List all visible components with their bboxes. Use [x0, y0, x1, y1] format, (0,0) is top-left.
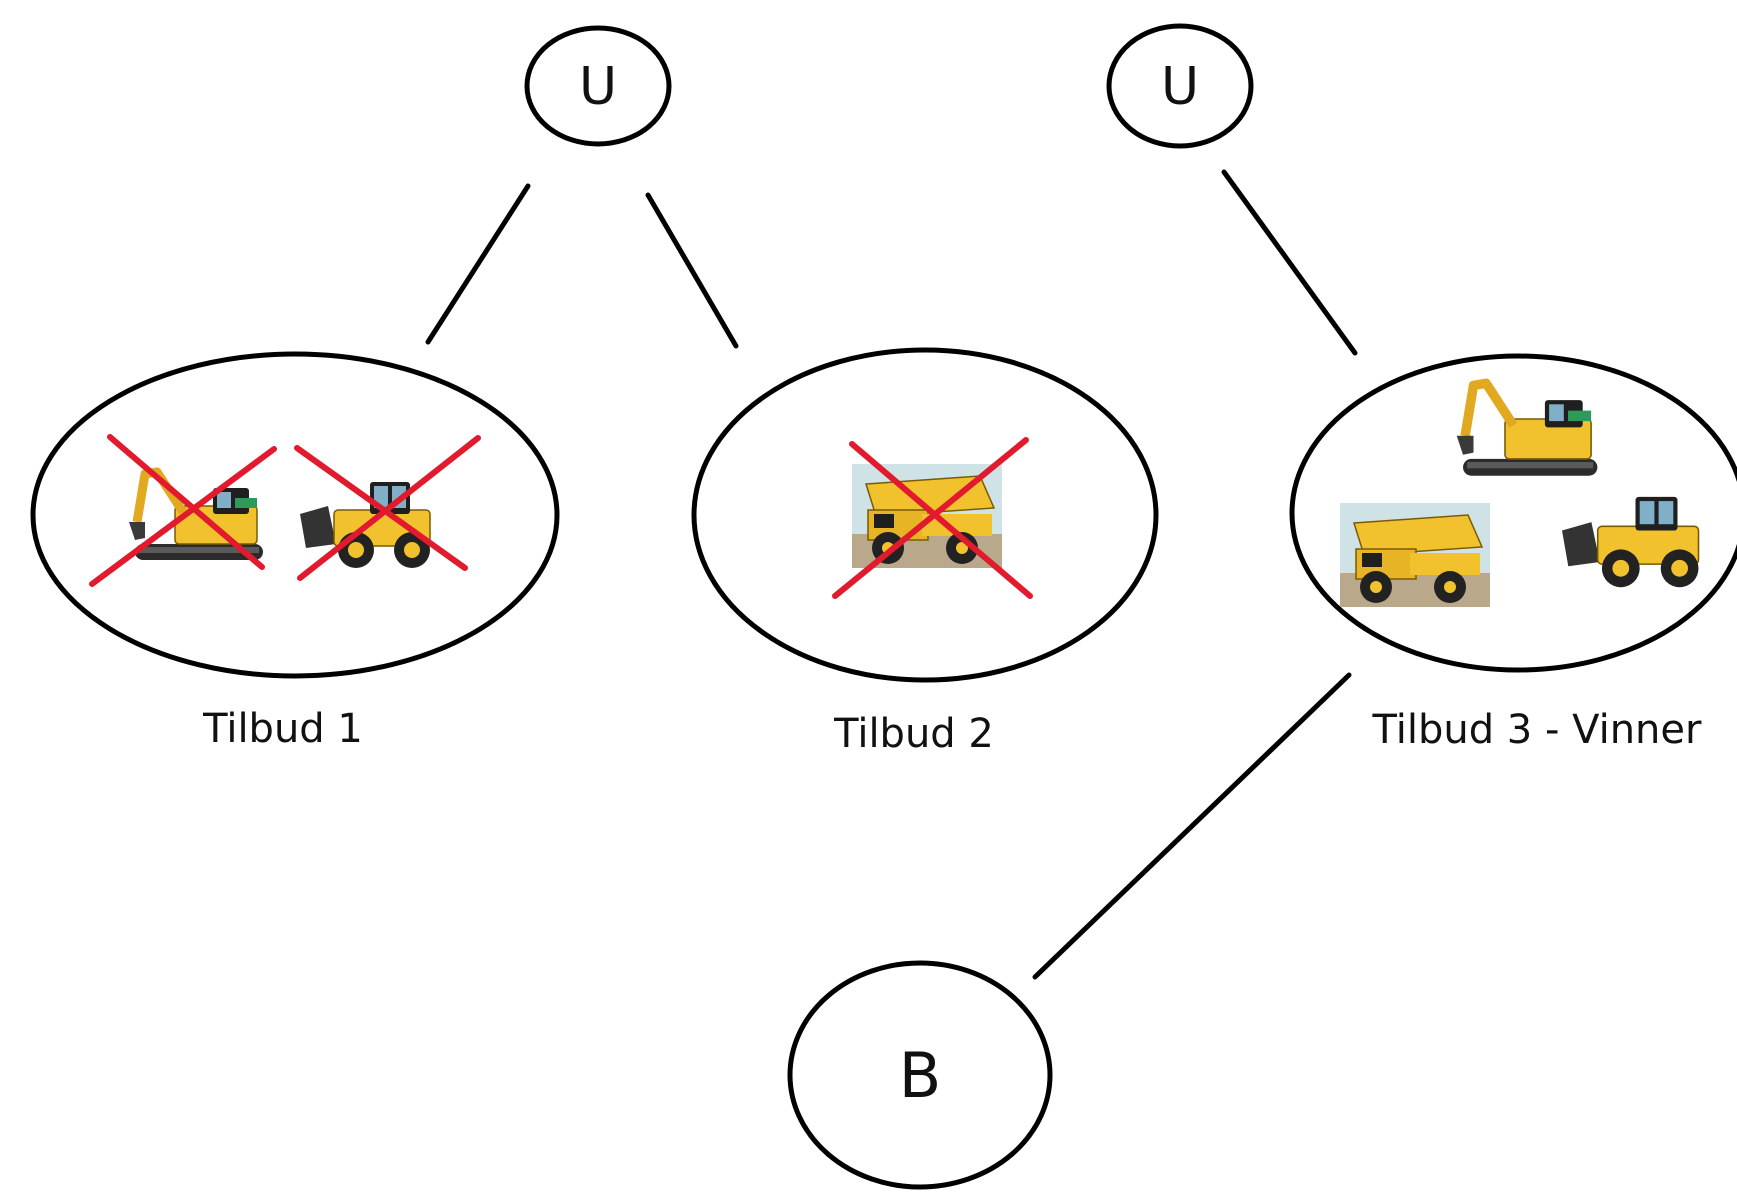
- node-b: B: [787, 960, 1053, 1190]
- wheel-loader-icon: [1561, 496, 1700, 588]
- node-u-right: U: [1106, 23, 1254, 149]
- offer-2-caption: Tilbud 2: [833, 711, 994, 757]
- excavator-icon: [1457, 383, 1598, 475]
- offer-2: Tilbud 2: [691, 347, 1159, 757]
- edge-offer-3-to-b: [1032, 672, 1352, 980]
- edge-u-left-to-offer-2: [645, 192, 739, 349]
- node-u-left: U: [524, 25, 672, 147]
- offer-3: Tilbud 3 - Vinner: [1289, 353, 1737, 753]
- rejected-cross-icon: [89, 434, 481, 587]
- edge-u-left-to-offer-1: [425, 183, 531, 345]
- connector-lines: [425, 169, 1358, 980]
- offer-1: Tilbud 1: [30, 351, 560, 752]
- rejected-cross-icon: [832, 437, 1033, 599]
- node-b-label: B: [899, 1039, 942, 1112]
- node-u-left-label: U: [579, 57, 617, 117]
- edge-u-right-to-offer-3: [1221, 169, 1358, 356]
- offer-3-caption: Tilbud 3 - Vinner: [1372, 707, 1703, 753]
- node-u-right-label: U: [1161, 57, 1199, 117]
- offer-1-caption: Tilbud 1: [202, 706, 363, 752]
- dump-truck-icon: [1339, 502, 1491, 608]
